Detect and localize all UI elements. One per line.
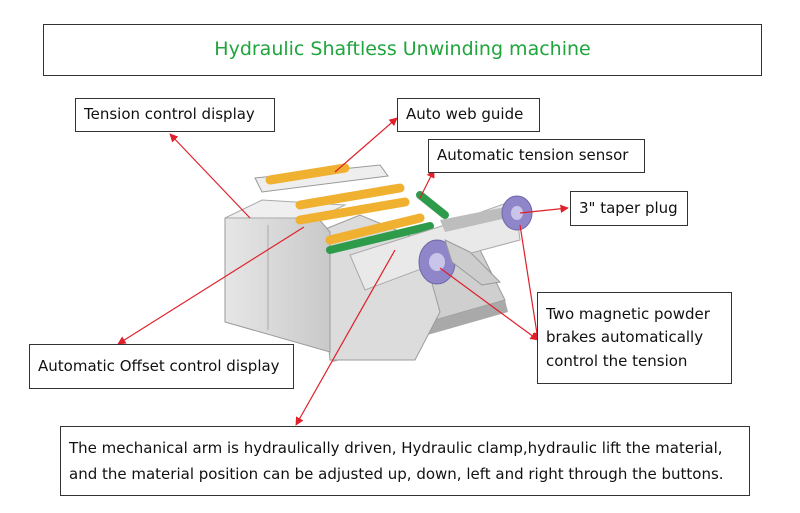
taper-plug-hub — [511, 206, 523, 220]
callout-arrows — [117, 117, 569, 426]
roller-yellow-2 — [295, 183, 405, 210]
rollers — [265, 163, 449, 254]
label-auto-web-guide: Auto web guide — [397, 98, 540, 132]
arrow-brakes-a — [519, 224, 541, 341]
arrow-offset-display — [117, 226, 305, 345]
label-automatic-tension-sensor: Automatic tension sensor — [428, 139, 645, 173]
roller-yellow-3 — [295, 197, 410, 225]
page-title: Hydraulic Shaftless Unwinding machine — [43, 24, 762, 76]
arrow-description — [295, 249, 396, 426]
arrow-taper-plug — [519, 204, 569, 214]
machine-illustration — [224, 163, 533, 362]
roller-yellow-1 — [265, 163, 350, 185]
roller-yellow-4 — [325, 213, 425, 245]
arrow-tension-sensor — [419, 169, 435, 199]
description-line-1: The mechanical arm is hydraulically driv… — [69, 438, 723, 457]
arrow-tension-display — [169, 133, 251, 219]
label-brakes-line-1: Two magnetic powder — [546, 305, 710, 324]
unwind-arm — [440, 205, 520, 232]
roller-green-2 — [416, 191, 449, 219]
front-support — [444, 239, 502, 286]
label-taper-plug: 3" taper plug — [570, 191, 688, 226]
roller-green-1 — [326, 222, 434, 254]
arrow-web-guide — [334, 117, 398, 173]
label-brakes-line-2: brakes automatically — [546, 328, 704, 347]
label-tension-control-display: Tension control display — [75, 98, 275, 132]
brake-disc-hub — [429, 253, 445, 271]
label-automatic-offset-control-display: Automatic Offset control display — [29, 344, 294, 389]
description-line-2: and the material position can be adjuste… — [69, 465, 724, 483]
description-box: The mechanical arm is hydraulically driv… — [60, 426, 750, 496]
arrow-brakes-b — [439, 267, 539, 341]
label-brakes-line-3: control the tension — [546, 351, 688, 370]
label-magnetic-powder-brakes: Two magnetic powder brakes automatically… — [537, 292, 732, 384]
control-cabinet — [224, 217, 331, 353]
